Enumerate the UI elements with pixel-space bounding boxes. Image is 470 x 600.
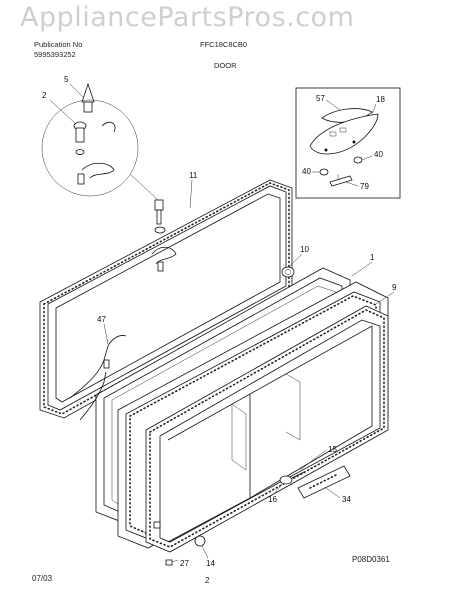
callout-1: 1	[370, 253, 375, 262]
callout-16: 16	[268, 495, 277, 504]
callout-9: 9	[392, 283, 397, 292]
watermark: AppliancePartsPros.com	[20, 2, 355, 33]
callout-2: 2	[42, 91, 47, 100]
hinge-hardware	[41, 82, 159, 201]
callout-57: 57	[316, 94, 325, 103]
lock-assembly	[165, 465, 351, 566]
callout-18: 18	[376, 95, 385, 104]
callout-5: 5	[64, 75, 69, 84]
callout-40-right: 40	[374, 150, 383, 159]
publication-number: 5995393252	[34, 50, 76, 59]
bumper	[281, 266, 295, 278]
callout-47: 47	[97, 315, 106, 324]
callout-79: 79	[360, 182, 369, 191]
section-title: DOOR	[214, 61, 237, 70]
footer-diagram-code: P08D0361	[352, 555, 390, 564]
footer-date: 07/03	[32, 574, 53, 583]
callout-11: 11	[189, 171, 198, 180]
hinge-assembly	[151, 199, 177, 272]
door-gasket	[39, 179, 293, 419]
heater-wire	[69, 335, 127, 421]
callout-40-left: 40	[302, 167, 311, 176]
callout-27: 27	[180, 559, 189, 568]
callout-10: 10	[300, 245, 309, 254]
callout-34: 34	[342, 495, 351, 504]
footer-page: 2	[205, 576, 210, 585]
publication-label: Publication No	[34, 40, 83, 49]
model-number: FFC18C8CB0	[200, 40, 248, 49]
callout-15: 15	[328, 445, 337, 454]
inset-hinge-cover	[295, 87, 401, 199]
leader-lines	[49, 83, 395, 563]
door-frame	[145, 305, 389, 553]
callout-14: 14	[206, 559, 215, 568]
